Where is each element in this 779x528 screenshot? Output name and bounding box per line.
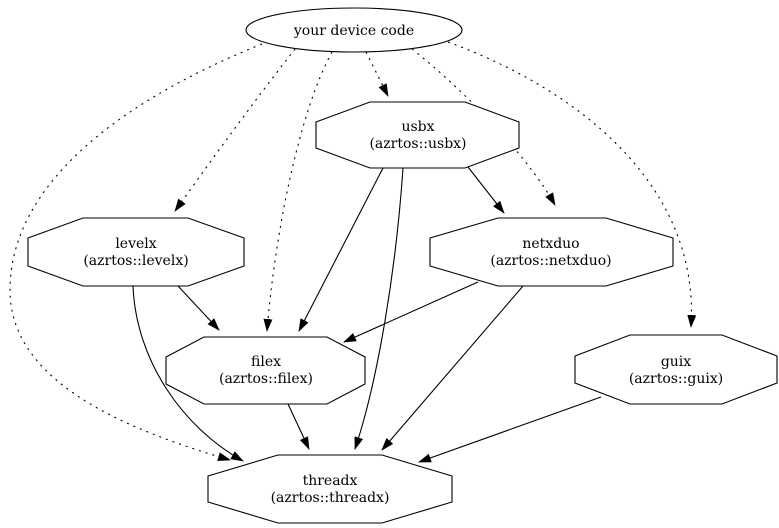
edge-filex-threadx [287,403,310,450]
edge-usbx-threadx [354,167,404,450]
edge-levelx-threadx [132,285,244,462]
node-levelx: levelx (azrtos::levelx) [27,217,245,287]
edge-guix-threadx [418,396,602,463]
threadx-label: threadx [303,473,358,489]
levelx-label: levelx [115,236,156,252]
usbx-shape [315,101,520,169]
threadx-shape [207,454,453,524]
edge-device-usbx [365,51,389,97]
node-usbx: usbx (azrtos::usbx) [315,101,520,169]
node-guix: guix (azrtos::guix) [574,334,778,405]
node-threadx: threadx (azrtos::threadx) [207,454,453,524]
edge-netxduo-filex [343,281,479,343]
edge-device-threadx [9,43,263,461]
netxduo-label: netxduo [522,236,579,252]
edge-usbx-netxduo [467,166,505,214]
levelx-sublabel: (azrtos::levelx) [83,253,188,269]
filex-label: filex [251,354,281,370]
your-device-code-shape [245,7,463,53]
node-filex: filex (azrtos::filex) [165,336,366,405]
filex-sublabel: (azrtos::filex) [219,371,313,387]
your-device-code-label: your device code [293,23,414,39]
levelx-shape [27,217,245,287]
node-netxduo: netxduo (azrtos::netxduo) [429,217,674,287]
threadx-sublabel: (azrtos::threadx) [271,490,390,506]
netxduo-shape [429,217,674,287]
netxduo-sublabel: (azrtos::netxduo) [490,253,611,269]
edge-device-levelx [174,48,296,212]
guix-label: guix [661,354,691,370]
usbx-label: usbx [401,119,434,135]
guix-sublabel: (azrtos::guix) [629,371,723,387]
filex-shape [165,336,366,405]
guix-shape [574,334,778,405]
edge-netxduo-threadx [381,285,524,451]
node-your-device-code: your device code [245,7,463,53]
edge-device-filex [263,51,333,332]
edge-usbx-filex [298,167,384,332]
usbx-sublabel: (azrtos::usbx) [369,136,466,152]
edge-levelx-filex [177,285,220,331]
